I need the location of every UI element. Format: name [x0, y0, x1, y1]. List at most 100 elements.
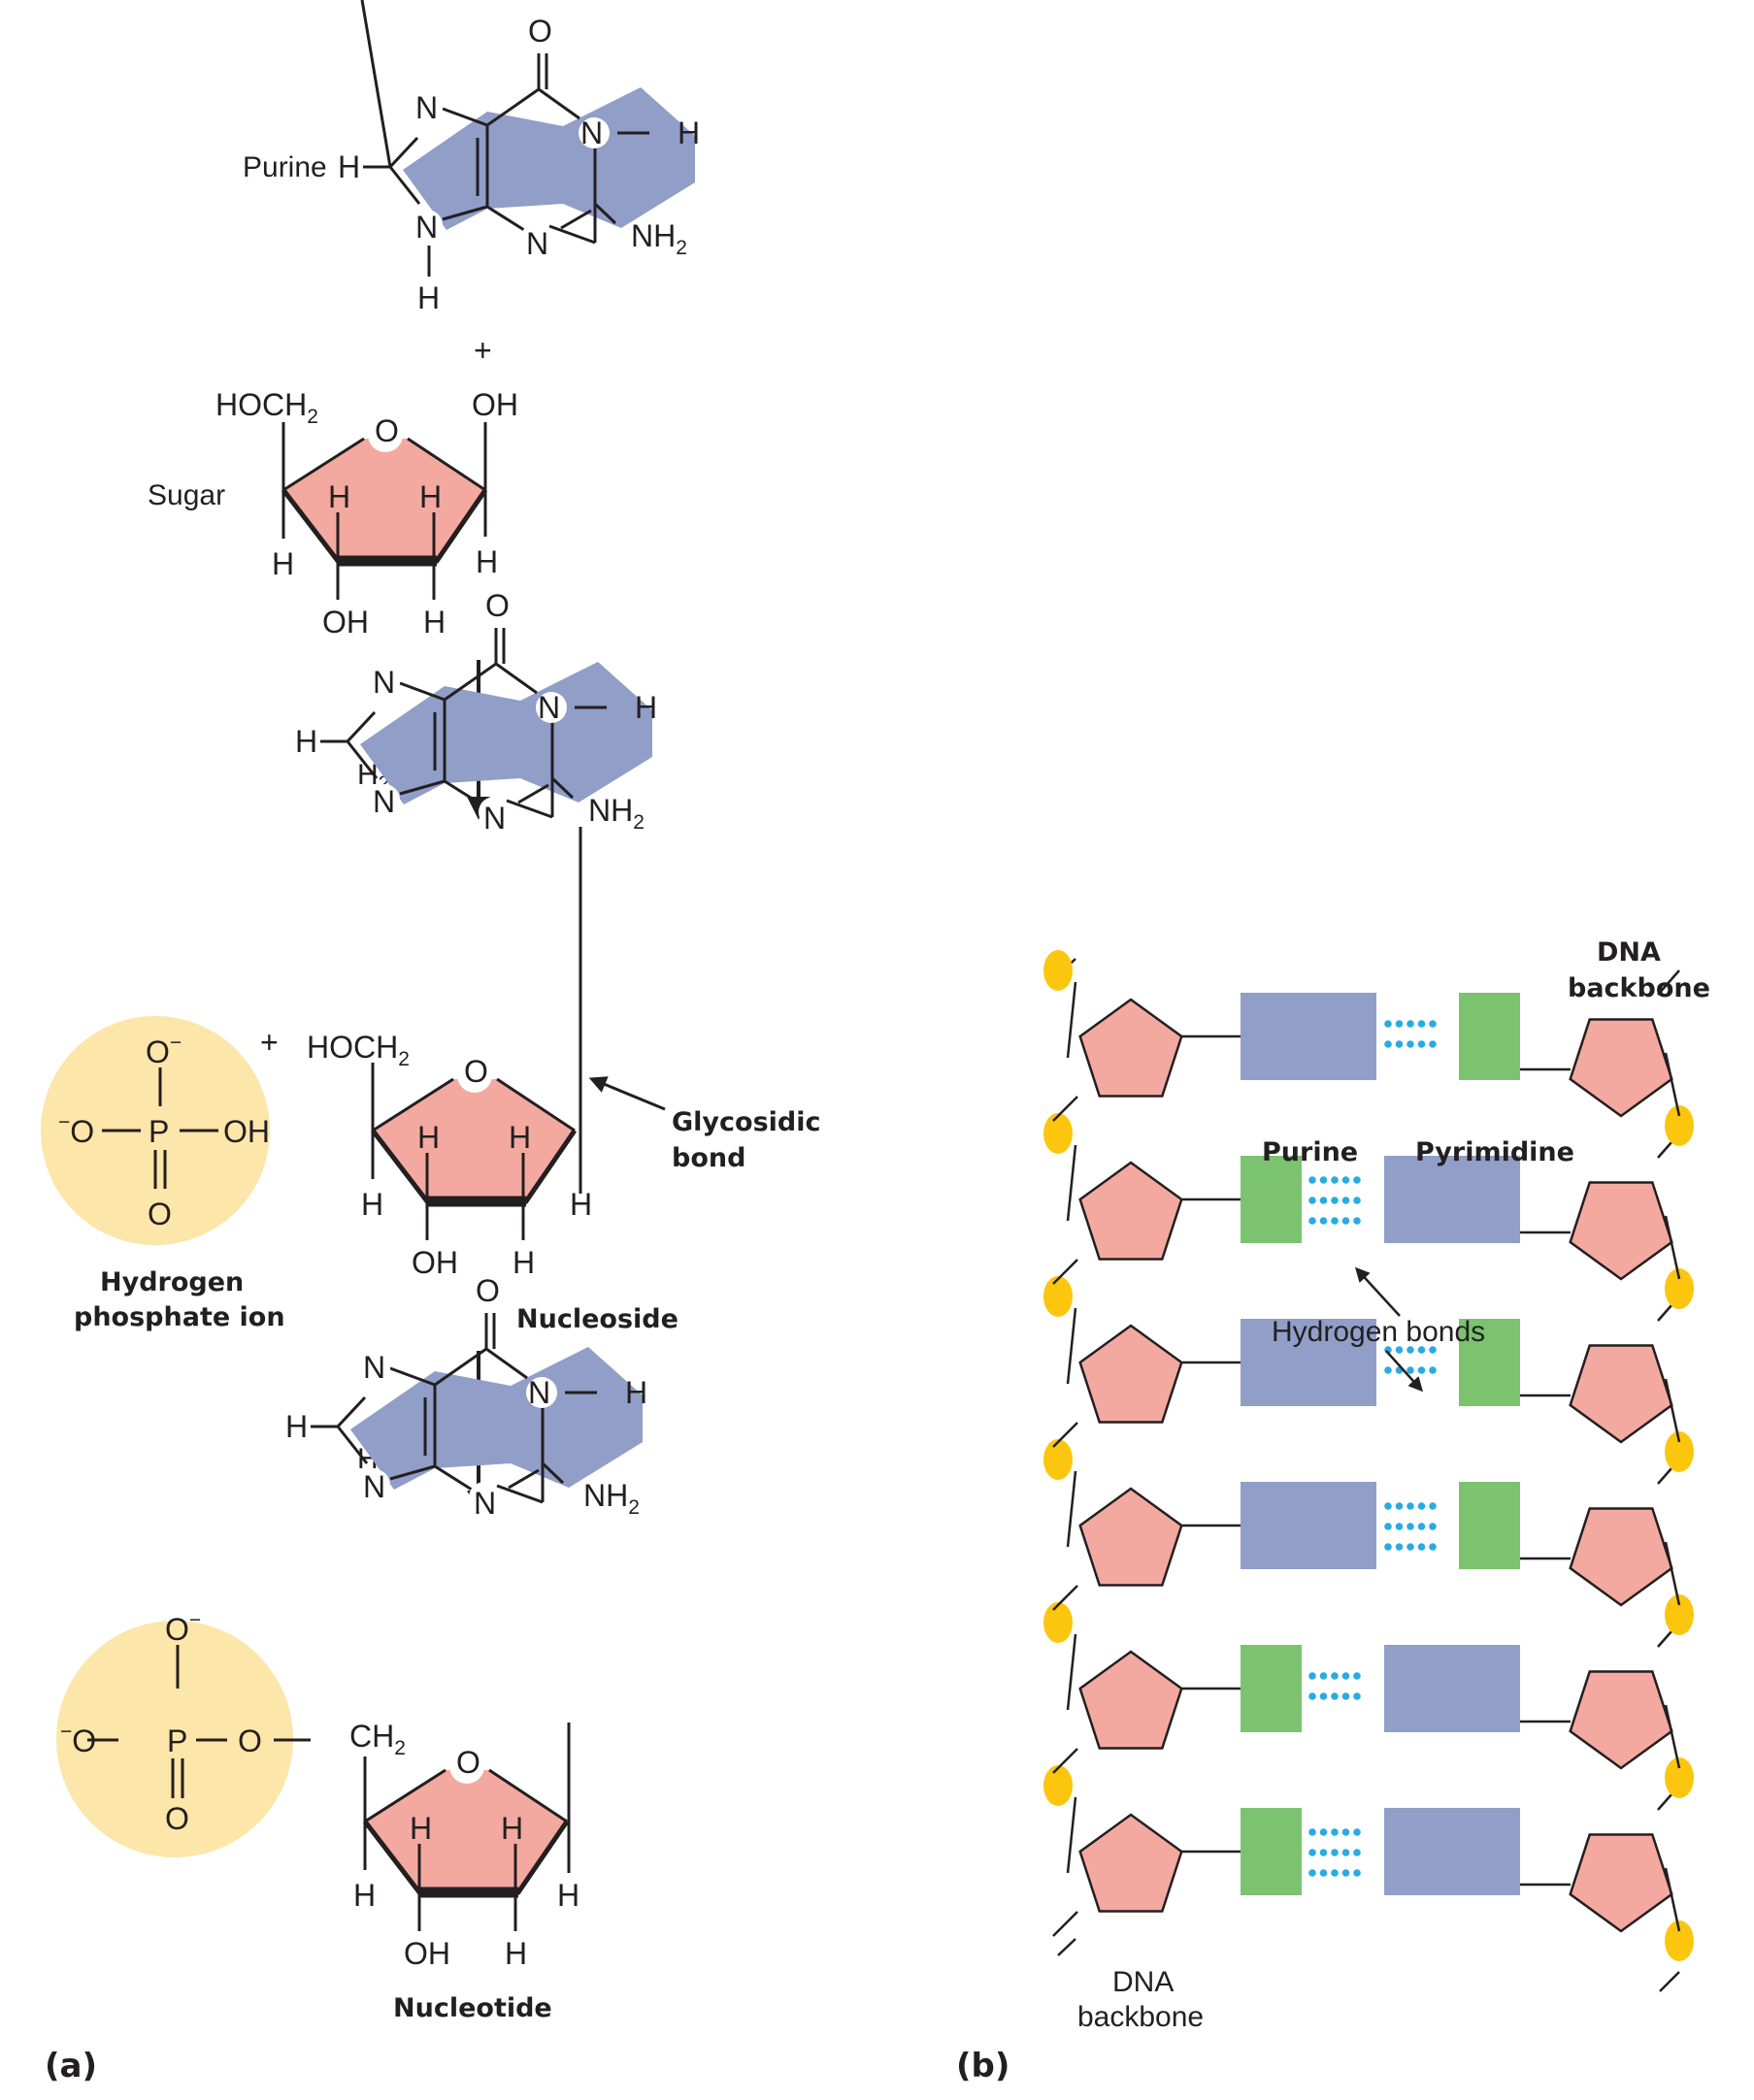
- pyrimidine-base: [1241, 1156, 1302, 1243]
- hoch2-group: HOCH2: [215, 387, 318, 428]
- pyrimidine-base: [1241, 1808, 1302, 1895]
- backbone-line-left: [1066, 1144, 1077, 1222]
- ch2-group: CH2: [349, 1719, 406, 1759]
- hydrogen-bond-dot: [1429, 1040, 1437, 1048]
- nucleotide-label: Nucleotide: [393, 1993, 552, 2023]
- atom-o: O: [148, 1197, 172, 1231]
- hydrogen-bond-dot: [1429, 1502, 1437, 1510]
- hydrogen-bond-dot: [1341, 1828, 1350, 1836]
- nh2-group: NH2: [631, 218, 687, 259]
- atom-h: H: [285, 1409, 308, 1444]
- backbone-line-left: [1052, 1748, 1078, 1774]
- atom-h: H: [410, 1811, 432, 1846]
- hydrogen-bond-dot: [1429, 1346, 1437, 1354]
- ring-oxygen: O: [464, 1054, 488, 1089]
- hydrogen-bond-dot: [1407, 1543, 1414, 1551]
- purine-label: Purine: [243, 151, 327, 183]
- atom-n: N: [415, 90, 438, 125]
- purine-base: [1384, 1645, 1520, 1732]
- hydrogen-bond-dot: [1331, 1828, 1339, 1836]
- atom-o-minus: O−: [146, 1032, 182, 1069]
- hydrogen-bond-dot: [1319, 1197, 1328, 1204]
- backbone-end-bottom-left: [1057, 1938, 1076, 1956]
- hydrogen-bond-dot: [1395, 1543, 1404, 1551]
- hydrogen-bond-dot: [1319, 1217, 1328, 1225]
- phosphate-dot-left: [1043, 1602, 1073, 1643]
- phosphate-dot-right: [1665, 1268, 1694, 1309]
- backbone-line-right: [1664, 1378, 1681, 1443]
- sugar-pentagon-right: [1569, 1833, 1673, 1933]
- atom-o-minus: O−: [165, 1609, 201, 1647]
- pyrimidine-base: [1241, 1645, 1302, 1732]
- hydrogen-bond-dot: [1319, 1869, 1328, 1877]
- hydrogen-bond-dot: [1308, 1176, 1316, 1184]
- sugar-pentagon-right: [1569, 1344, 1673, 1444]
- hydrogen-bond-dot: [1395, 1523, 1404, 1530]
- hbond-arrow-up: [1354, 1266, 1401, 1317]
- atom-oh: OH: [412, 1245, 458, 1280]
- backbone-line-left: [1066, 1470, 1077, 1548]
- atom-n: N: [373, 784, 395, 819]
- hydrogen-bond-dot: [1308, 1692, 1316, 1700]
- atom-h: H: [328, 479, 350, 514]
- panel-b: DNA backbone Purine Pyrimidine Hydrogen …: [956, 937, 1710, 2085]
- hydrogen-bond-dot: [1353, 1849, 1361, 1856]
- atom-h: H: [513, 1245, 535, 1280]
- hydrogen-bond-dot: [1308, 1197, 1316, 1204]
- phosphate-dot-right: [1665, 1920, 1694, 1961]
- hydrogen-bond-dot: [1331, 1869, 1339, 1877]
- hydrogen-bond-dot: [1384, 1366, 1392, 1374]
- sugar-pentagon-left: [1078, 998, 1183, 1098]
- sugar-pentagon-left: [1078, 1813, 1183, 1913]
- sugar-pentagon-right: [1569, 1018, 1673, 1118]
- phosphate-dot-left: [1043, 1113, 1073, 1154]
- atom-oh: OH: [223, 1114, 270, 1149]
- hydrogen-bond-dot: [1353, 1217, 1361, 1225]
- pyrimidine-label: Pyrimidine: [1415, 1137, 1574, 1167]
- hydrogen-bond-dot: [1353, 1176, 1361, 1184]
- hydrogen-bond-dot: [1429, 1366, 1437, 1374]
- backbone-line-right: [1664, 1215, 1681, 1280]
- atom-p: P: [149, 1114, 169, 1149]
- atom-o: O: [165, 1801, 189, 1836]
- atom-o: O: [485, 588, 510, 623]
- hydrogen-bond-dot: [1331, 1849, 1339, 1856]
- purine-ring-fill: [403, 87, 695, 230]
- plus-sign: +: [260, 1025, 279, 1060]
- atom-h: H: [419, 479, 442, 514]
- atom-n: N: [538, 690, 560, 725]
- sugar-label: Sugar: [148, 479, 225, 511]
- hydrogen-bond-dot: [1407, 1346, 1414, 1354]
- backbone-line-left: [1052, 1585, 1078, 1611]
- hydrogen-bond-dot: [1341, 1869, 1350, 1877]
- hydrogen-bond-dot: [1417, 1040, 1426, 1048]
- atom-h: H: [295, 724, 317, 759]
- hydrogen-bond-dot: [1331, 1176, 1339, 1184]
- backbone-line-right: [1664, 1867, 1681, 1932]
- pyrimidine-base: [1459, 1482, 1520, 1569]
- purine-base: [1384, 1808, 1520, 1895]
- hydrogen-bond-dot: [1341, 1217, 1350, 1225]
- hydrogen-bond-dot: [1331, 1197, 1339, 1204]
- atom-n: N: [580, 115, 603, 150]
- purine-base: [1241, 1319, 1376, 1406]
- atom-oh: OH: [322, 605, 369, 640]
- hydrogen-bond-dot: [1331, 1672, 1339, 1680]
- atom-h: H: [361, 1187, 383, 1222]
- hydrogen-bond-dot: [1308, 1849, 1316, 1856]
- hydrogen-bond-dot: [1341, 1849, 1350, 1856]
- sugar-pentagon-right: [1569, 1507, 1673, 1607]
- hydrogen-bond-dot: [1308, 1672, 1316, 1680]
- hydrogen-bond-dot: [1319, 1692, 1328, 1700]
- atom-o: O: [528, 14, 552, 49]
- purine-base: [1241, 1482, 1376, 1569]
- atom-n: N: [528, 1375, 550, 1410]
- nucleotide-molecule: O− −O P O O CH2: [56, 1273, 647, 2023]
- hydrogen-bond-dot: [1407, 1366, 1414, 1374]
- backbone-line-left: [1066, 981, 1077, 1059]
- atom-minus-o: −O: [60, 1721, 96, 1758]
- pyrimidine-base: [1459, 1319, 1520, 1406]
- backbone-line-left: [1052, 1096, 1078, 1122]
- nucleoside-molecule: O N H N H N N NH2 O H: [295, 588, 820, 1334]
